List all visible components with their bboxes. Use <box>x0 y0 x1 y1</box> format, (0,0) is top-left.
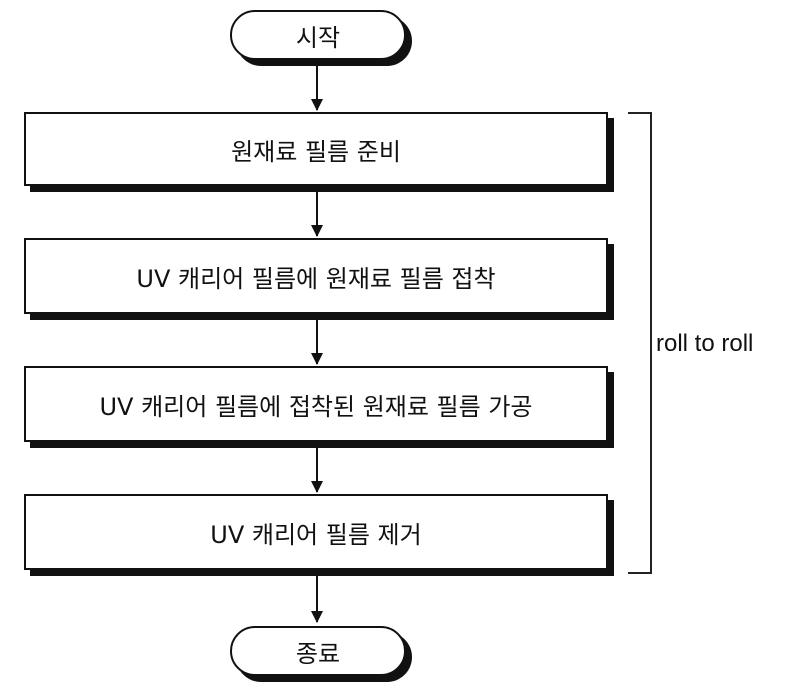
step-box-4: UV 캐리어 필름 제거 <box>24 494 608 570</box>
step-box-2: UV 캐리어 필름에 원재료 필름 접착 <box>24 238 608 314</box>
step-label-4: UV 캐리어 필름 제거 <box>210 515 421 550</box>
arrow-step1-to-step2 <box>316 188 318 236</box>
end-terminal: 종료 <box>230 626 406 676</box>
arrow-step3-to-step4 <box>316 444 318 492</box>
step-label-3: UV 캐리어 필름에 접착된 원재료 필름 가공 <box>99 387 532 422</box>
end-label: 종료 <box>296 634 340 669</box>
start-label: 시작 <box>296 18 340 53</box>
roll-to-roll-bracket <box>628 112 652 574</box>
arrow-start-to-step1 <box>316 62 318 110</box>
start-terminal: 시작 <box>230 10 406 60</box>
step-label-2: UV 캐리어 필름에 원재료 필름 접착 <box>136 259 495 294</box>
step-label-1: 원재료 필름 준비 <box>231 132 401 167</box>
arrow-step2-to-step3 <box>316 316 318 364</box>
roll-to-roll-label: roll to roll <box>656 330 753 358</box>
arrow-step4-to-end <box>316 572 318 622</box>
step-box-1: 원재료 필름 준비 <box>24 112 608 186</box>
step-box-3: UV 캐리어 필름에 접착된 원재료 필름 가공 <box>24 366 608 442</box>
